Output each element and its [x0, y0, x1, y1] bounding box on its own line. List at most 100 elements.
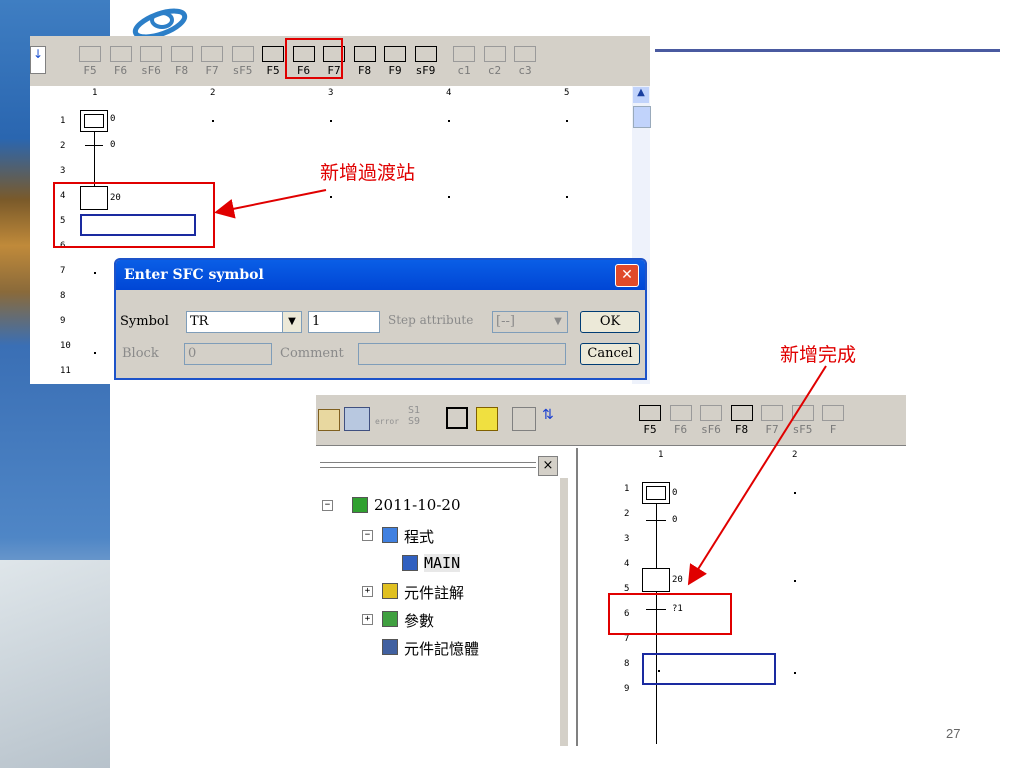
cursor-cell[interactable]	[642, 653, 776, 685]
close-label: ×	[542, 458, 554, 473]
scroll-up-icon[interactable]: ▲	[633, 87, 649, 103]
transition-bar-new[interactable]	[646, 609, 666, 610]
toolbar-button-f7[interactable]: F7	[320, 42, 348, 82]
row-number: 8	[60, 291, 66, 301]
tree-item[interactable]: 元件記憶體	[404, 640, 480, 658]
symbol-select[interactable]: TR ▼	[186, 311, 302, 333]
row-number: 3	[624, 534, 630, 544]
block-input[interactable]: 0	[184, 343, 272, 365]
ok-button[interactable]: OK	[580, 311, 640, 333]
transition-number: ?1	[672, 604, 683, 614]
step-attribute-value: [--]	[496, 314, 515, 329]
tree-expander-icon[interactable]: −	[322, 500, 333, 511]
toolbar-button-f8[interactable]: F8	[728, 401, 756, 441]
close-icon[interactable]: ✕	[615, 264, 639, 287]
step-icon	[822, 405, 844, 421]
toolbar-button-c2[interactable]: c2	[481, 42, 509, 82]
memory-icon	[382, 639, 398, 655]
toolbar-button-sf9[interactable]: sF9	[412, 42, 440, 82]
row-number: 3	[60, 166, 66, 176]
initial-step[interactable]	[642, 482, 670, 504]
sort-icon[interactable]: ⇅	[542, 407, 554, 423]
line-icon	[414, 46, 437, 62]
sc-icon	[483, 46, 506, 62]
block-icon[interactable]	[446, 407, 468, 429]
list-icon[interactable]	[476, 407, 498, 431]
toolbar-button-f6[interactable]: F6	[107, 42, 135, 82]
grid-icon[interactable]	[512, 407, 536, 431]
toolbar-button-f7[interactable]: F7	[758, 401, 786, 441]
scroll-thumb[interactable]	[633, 106, 651, 128]
step-20[interactable]	[642, 568, 670, 592]
tree-item[interactable]: 程式	[404, 528, 435, 546]
comment-input[interactable]	[358, 343, 566, 365]
grid-dot	[94, 352, 96, 354]
close-icon[interactable]: ×	[538, 456, 558, 476]
comment-label: Comment	[280, 346, 344, 361]
toolbar-button-f6[interactable]: F6	[290, 42, 318, 82]
step-number: 0	[672, 488, 678, 498]
toolbar-button-sf6[interactable]: sF6	[137, 42, 165, 82]
toolbar-button-f5[interactable]: F5	[636, 401, 664, 441]
grid-dot	[794, 580, 796, 582]
annotation-add-done: 新增完成	[780, 344, 857, 366]
step-number-input[interactable]: 1	[308, 311, 380, 333]
dialog-titlebar[interactable]: Enter SFC symbol ✕	[116, 260, 645, 290]
step-20[interactable]	[80, 186, 108, 210]
tree-item[interactable]: 2011-10-20	[374, 496, 461, 514]
device-icon[interactable]	[318, 409, 340, 431]
chevron-down-icon[interactable]: ▼	[282, 312, 301, 332]
toolbar-button-f6[interactable]: F6	[667, 401, 695, 441]
tree-item[interactable]: 參數	[404, 612, 435, 630]
highlight-new-transition	[608, 593, 732, 635]
toolbar-button-f8[interactable]: F8	[168, 42, 196, 82]
toolbar-button-f[interactable]: F	[819, 401, 847, 441]
tree-item[interactable]: 元件註解	[404, 584, 465, 602]
row-number: 11	[60, 366, 71, 376]
toolbar-button-label: F8	[734, 423, 749, 436]
sfc-link	[94, 132, 95, 186]
tree-expander-icon[interactable]: +	[362, 614, 373, 625]
initial-step[interactable]	[80, 110, 108, 132]
logo-icon	[132, 8, 188, 40]
toolbar-button-f9[interactable]: F9	[381, 42, 409, 82]
jump-icon	[109, 46, 132, 62]
cursor-cell[interactable]	[80, 214, 196, 236]
error-button[interactable]: error	[374, 405, 400, 431]
step-attribute-select[interactable]: [--] ▼	[492, 311, 568, 333]
tree-item[interactable]: MAIN	[424, 554, 461, 572]
toolbar-button-f5[interactable]: F5	[259, 42, 287, 82]
toolbar-button-c3[interactable]: c3	[511, 42, 539, 82]
transition-bar[interactable]	[646, 520, 666, 521]
toolbar-button-sf6[interactable]: sF6	[697, 401, 725, 441]
toolbar-button-f7[interactable]: F7	[198, 42, 226, 82]
grid-dot	[566, 120, 568, 122]
grid-dot	[658, 670, 660, 672]
toolbar-button-f5[interactable]: F5	[76, 42, 104, 82]
column-header: 3	[328, 88, 334, 98]
tree-expander-icon[interactable]: −	[362, 530, 373, 541]
toolbar-button-sf5[interactable]: sF5	[229, 42, 257, 82]
jump-arrow-icon	[730, 405, 753, 421]
column-header: 2	[210, 88, 216, 98]
arrow-down-icon[interactable]: ↓	[30, 46, 46, 74]
toolbar-button-c1[interactable]: c1	[450, 42, 478, 82]
cross-icon	[231, 46, 254, 62]
step-icon	[639, 405, 661, 421]
row-number: 8	[624, 659, 630, 669]
splitter[interactable]	[560, 478, 568, 746]
tree-expander-icon[interactable]: +	[362, 586, 373, 597]
monitor-icon[interactable]	[344, 407, 370, 431]
transition-bar[interactable]	[85, 145, 103, 146]
grid-dot	[794, 492, 796, 494]
step-number: 20	[672, 575, 683, 585]
toolbar-button-sf5[interactable]: sF5	[789, 401, 817, 441]
toolbar-button-f8[interactable]: F8	[351, 42, 379, 82]
toolbar-button-label: F6	[673, 423, 688, 436]
transition-number: 0	[110, 140, 116, 150]
highlight-insert-area	[53, 182, 215, 248]
cancel-button[interactable]: Cancel	[580, 343, 640, 365]
s9-label: S9	[408, 416, 421, 427]
